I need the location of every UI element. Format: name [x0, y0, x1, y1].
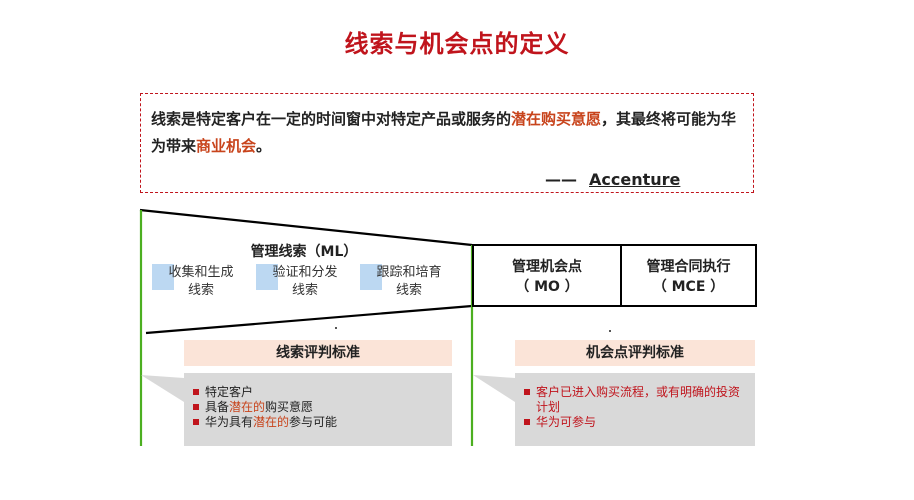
mce-line-1: 管理合同执行: [646, 259, 731, 275]
step-marker-2: [256, 264, 278, 290]
manage-opportunity-cell: 管理机会点 （ MO ）: [473, 257, 621, 297]
lead-criteria-body: 特定客户 具备潜在的购买意愿 华为具有潜在的参与可能: [184, 373, 452, 446]
page-title: 线索与机会点的定义: [344, 30, 570, 58]
step-1-line-2: 线索: [187, 283, 214, 298]
quote-highlight-business-opportunity: 商业机会: [196, 137, 257, 155]
lead-criteria-header: 线索评判标准: [184, 340, 452, 366]
quote-part-2: ，其最终将可能为华为带来: [151, 110, 737, 155]
manage-leads-title: 管理线索（ML）: [250, 244, 358, 260]
mo-mce-box: [472, 244, 757, 307]
definition-text: 线索是特定客户在一定的时间窗中对特定产品或服务的潜在购买意愿，其最终将可能为华为…: [151, 106, 751, 160]
lead-criterion: 华为具有潜在的参与可能: [191, 415, 446, 430]
decorative-dot: [609, 330, 611, 332]
step-collect-generate: 收集和生成 线索: [160, 264, 242, 300]
lead-criterion: 具备潜在的购买意愿: [191, 400, 446, 415]
definition-quote-box: 线索是特定客户在一定的时间窗中对特定产品或服务的潜在购买意愿，其最终将可能为华为…: [140, 93, 754, 193]
mce-line-2: （ MCE ）: [652, 279, 725, 295]
lead-criteria-pointer: [141, 375, 184, 402]
step-verify-distribute: 验证和分发 线索: [264, 264, 346, 300]
quote-part-1: 线索是特定客户在一定的时间窗中对特定产品或服务的: [151, 110, 512, 128]
attribution-name: Accenture: [589, 170, 681, 189]
quote-highlight-purchase-intent: 潜在购买意愿: [511, 110, 602, 128]
quote-part-3: 。: [256, 137, 272, 155]
funnel-top-line: [139, 208, 473, 247]
step-2-line-2: 线索: [291, 283, 318, 298]
mo-line-2: （ MO ）: [515, 279, 579, 295]
quote-attribution: —— Accenture: [545, 170, 680, 189]
step-2-line-1: 验证和分发: [272, 265, 338, 280]
step-marker-3: [360, 264, 382, 290]
opp-criteria-pointer: [473, 375, 515, 402]
step-3-line-1: 跟踪和培育: [376, 265, 442, 280]
step-marker-1: [152, 264, 174, 290]
attribution-dash: ——: [545, 170, 577, 189]
opportunity-criteria-header: 机会点评判标准: [515, 340, 755, 366]
step-3-line-2: 线索: [395, 283, 422, 298]
mo-line-1: 管理机会点: [512, 259, 582, 275]
lead-criterion: 特定客户: [191, 385, 446, 400]
lead-criteria-list: 特定客户 具备潜在的购买意愿 华为具有潜在的参与可能: [191, 385, 446, 430]
opportunity-criteria-body: 客户已进入购买流程，或有明确的投资计划 华为可参与: [515, 373, 755, 446]
decorative-dot: [335, 327, 337, 329]
funnel-bottom-line: [145, 304, 473, 335]
manage-contract-execution-cell: 管理合同执行 （ MCE ）: [621, 257, 756, 297]
opportunity-criterion: 客户已进入购买流程，或有明确的投资计划: [522, 385, 750, 415]
step-1-line-1: 收集和生成: [168, 265, 234, 280]
step-track-nurture: 跟踪和培育 线索: [368, 264, 450, 300]
opportunity-criteria-list: 客户已进入购买流程，或有明确的投资计划 华为可参与: [522, 385, 750, 430]
opportunity-criterion: 华为可参与: [522, 415, 750, 430]
